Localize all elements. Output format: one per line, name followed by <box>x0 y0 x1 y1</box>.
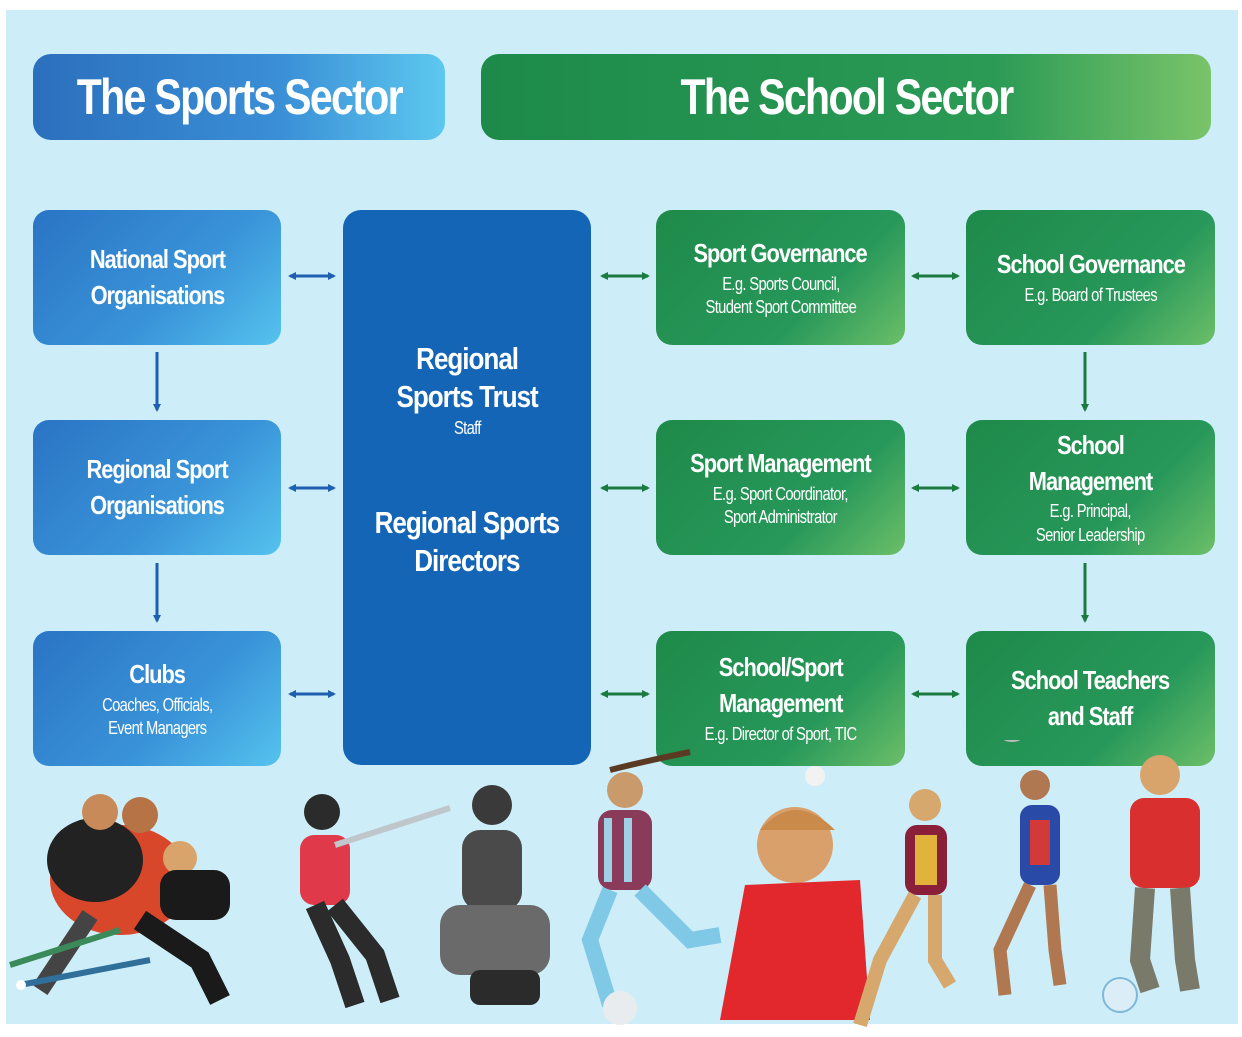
clubs-title: Clubs <box>129 658 186 689</box>
clubs-subtitle: Coaches, Officials, Event Managers <box>101 694 213 738</box>
cricket-girl-image <box>720 766 870 1020</box>
school-sport-management-box: School/Sport Management E.g. Director of… <box>656 631 905 766</box>
national-sport-organisations-box: National Sport Organisations <box>33 210 281 345</box>
regional-sport-organisations-box: Regional Sport Organisations <box>33 420 281 555</box>
sports-sector-header: The Sports Sector <box>33 54 445 140</box>
sport-governance-box: Sport Governance E.g. Sports Council, St… <box>656 210 905 345</box>
school-governance-title: School Governance <box>996 249 1185 280</box>
school-governance-subtitle: E.g. Board of Trustees <box>1024 285 1157 306</box>
sport-management-subtitle: E.g. Sport Coordinator, Sport Administra… <box>712 483 849 527</box>
school-management-title: School Management <box>1028 429 1153 496</box>
regional-sport-organisations-title: Regional Sport Organisations <box>86 453 228 520</box>
boy-with-ball-image <box>1102 755 1200 1013</box>
regional-sports-directors-title: Regional Sports Directors <box>374 505 561 578</box>
school-management-subtitle: E.g. Principal, Senior Leadership <box>1036 501 1145 545</box>
football-player-image <box>581 749 722 1025</box>
athletes-photo-strip <box>9 740 1200 1028</box>
school-sector-header-label: The School Sector <box>679 69 1014 125</box>
school-teachers-title: School Teachers and Staff <box>1011 664 1170 731</box>
regional-sports-trust-box: Regional Sports Trust Staff Regional Spo… <box>343 210 591 765</box>
school-sport-management-title: School/Sport Management <box>718 652 844 719</box>
softball-catcher-image <box>440 785 550 1005</box>
regional-sports-trust-title: Regional Sports Trust <box>396 341 538 414</box>
national-sport-organisations-title: National Sport Organisations <box>89 243 225 310</box>
school-management-box: School Management E.g. Principal, Senior… <box>966 420 1215 555</box>
sport-management-box: Sport Management E.g. Sport Coordinator,… <box>656 420 905 555</box>
school-governance-box: School Governance E.g. Board of Trustees <box>966 210 1215 345</box>
sport-governance-title: Sport Governance <box>693 237 868 268</box>
school-sport-management-subtitle: E.g. Director of Sport, TIC <box>704 724 857 745</box>
school-sector-header: The School Sector <box>481 54 1211 140</box>
hockey-players-image <box>9 794 230 1005</box>
clubs-box: Clubs Coaches, Officials, Event Managers <box>33 631 281 766</box>
softball-batter-image <box>300 794 451 1009</box>
sports-sector-header-label: The Sports Sector <box>76 69 403 125</box>
regional-sports-trust-subtitle: Staff <box>453 417 481 438</box>
sport-governance-subtitle: E.g. Sports Council, Student Sport Commi… <box>705 273 856 317</box>
netball-players-image <box>853 740 1067 1028</box>
sport-management-title: Sport Management <box>690 447 871 478</box>
school-teachers-box: School Teachers and Staff <box>966 631 1215 766</box>
